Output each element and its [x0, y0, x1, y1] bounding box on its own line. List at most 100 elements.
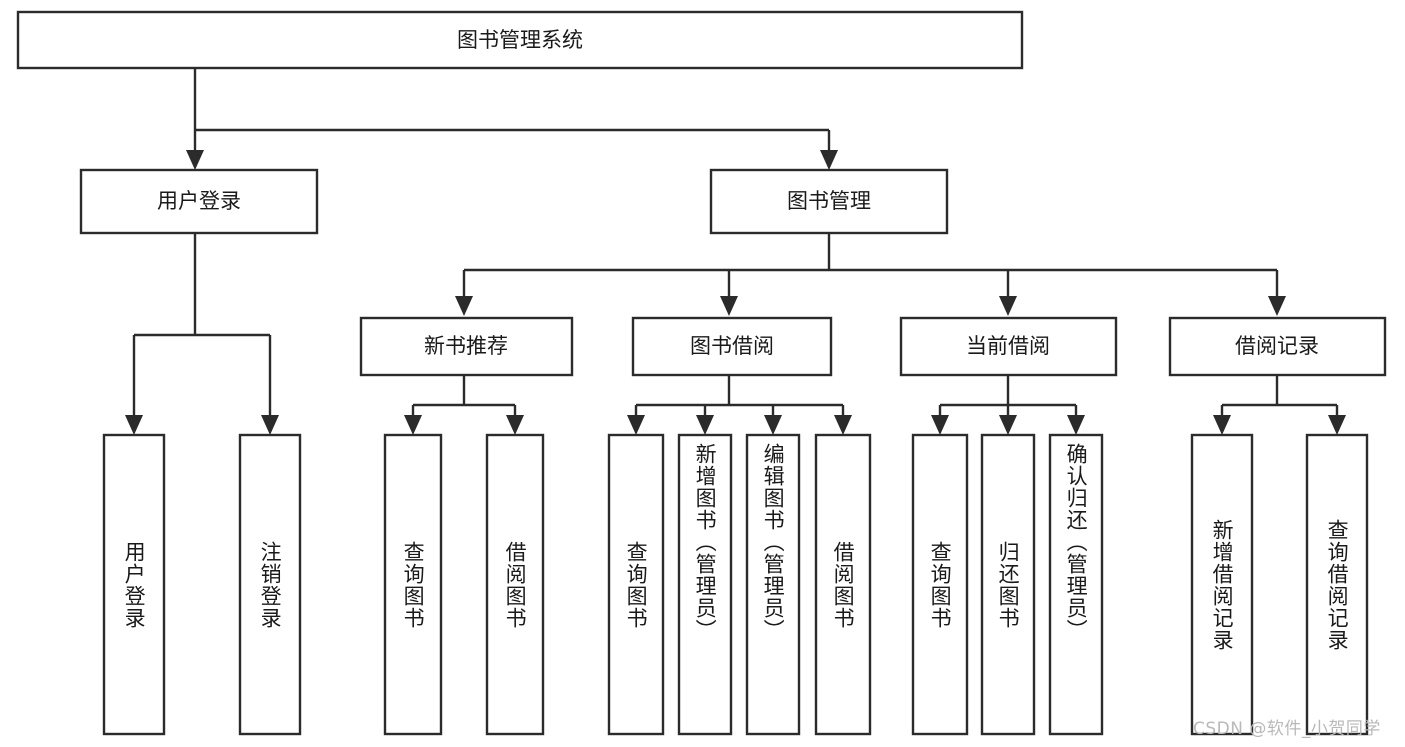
arrow-new-book-leaf-0 [404, 415, 422, 435]
leaf-new-book-1-label: 借阅图书 [503, 540, 528, 629]
arrow-current-borrow-leaf-0 [931, 415, 949, 435]
node-root-box[interactable] [16, 10, 1024, 70]
arrow-current-borrow-leaf-1 [999, 415, 1017, 435]
leaf-node[interactable] [1048, 433, 1104, 736]
node-book-management[interactable]: 图书管理 [709, 168, 949, 235]
node-book-management-box[interactable] [709, 168, 949, 235]
node-borrow-record-box[interactable] [1168, 316, 1387, 377]
leaf-borrow-record-0-label: 新增借阅记录 [1210, 518, 1235, 651]
node-new-book-recommend-label: 新书推荐 [424, 334, 508, 358]
leaf-current-borrow-0-box[interactable] [911, 433, 969, 736]
leaf-book-borrow-0-label: 查询图书 [624, 540, 649, 629]
leaf-current-borrow-0-label: 查询图书 [928, 540, 953, 629]
connector-group-book-mgmt [455, 233, 1286, 316]
leaf-user-login-1-box[interactable] [238, 433, 302, 736]
leaf-book-borrow-2-label: 编辑图书（管理员） [761, 443, 786, 641]
leaf-label-wrap: 新增借阅记录 [1192, 435, 1252, 734]
leaf-label-wrap: 查询图书 [385, 435, 441, 734]
leaf-label-wrap: 查询图书 [913, 435, 967, 734]
arrow-book-borrow-leaf-1 [696, 415, 714, 435]
node-current-borrow-box[interactable] [899, 316, 1118, 377]
arrow-book-mgmt-to-new-book [455, 296, 473, 316]
leaf-current-borrow-2-box[interactable] [1048, 433, 1104, 736]
leaf-node[interactable] [102, 433, 166, 736]
arrow-new-book-leaf-1 [506, 415, 524, 435]
node-borrow-record-label: 借阅记录 [1235, 334, 1319, 358]
leaf-label-wrap: 查询图书 [609, 435, 663, 734]
leaf-book-borrow-2-box[interactable] [745, 433, 801, 736]
arrow-book-mgmt-to-record [1268, 296, 1286, 316]
node-book-borrow-label: 图书借阅 [690, 334, 774, 358]
arrow-borrow-record-leaf-0 [1213, 415, 1231, 435]
leaf-label-wrap: 用户登录 [104, 435, 164, 734]
leaf-user-login-0-label: 用户登录 [122, 540, 147, 629]
leaf-label-wrap: 编辑图书（管理员） [747, 435, 799, 734]
leaf-label-wrap: 新增图书（管理员） [679, 435, 731, 734]
leaf-current-borrow-1-label: 归还图书 [996, 540, 1021, 629]
node-new-book-recommend[interactable]: 新书推荐 [359, 316, 574, 377]
arrow-book-borrow-leaf-0 [627, 415, 645, 435]
leaf-book-borrow-1-box[interactable] [677, 433, 733, 736]
arrow-user-login-leaf-1 [261, 415, 279, 435]
connector-group-root [186, 68, 838, 170]
leaf-node[interactable] [814, 433, 872, 736]
node-new-book-recommend-box[interactable] [359, 316, 574, 377]
leaf-user-login-0-box[interactable] [102, 433, 166, 736]
connector-group-current-borrow [931, 375, 1085, 435]
leaf-node[interactable] [1305, 433, 1369, 736]
leaf-node[interactable] [745, 433, 801, 736]
leaf-label-wrap: 借阅图书 [487, 435, 543, 734]
connector-group-new-book [404, 375, 524, 435]
leaf-node[interactable] [980, 433, 1036, 736]
connector-group-book-borrow [627, 375, 852, 435]
leaf-new-book-0-label: 查询图书 [401, 540, 426, 629]
arrow-book-borrow-leaf-3 [834, 415, 852, 435]
node-user-login-box[interactable] [79, 168, 319, 235]
leaf-book-borrow-0-box[interactable] [607, 433, 665, 736]
leaf-label-wrap: 归还图书 [982, 435, 1034, 734]
leaf-label-wrap: 借阅图书 [816, 435, 870, 734]
connector-group-user-login [125, 233, 279, 435]
leaf-node[interactable] [911, 433, 969, 736]
arrow-user-login-leaf-0 [125, 415, 143, 435]
arrow-root-to-user-login [186, 150, 204, 170]
arrow-book-mgmt-to-borrow [720, 296, 738, 316]
leaf-label-wrap: 查询借阅记录 [1307, 435, 1367, 734]
connector-group-borrow-record [1213, 375, 1346, 435]
leaf-new-book-1-box[interactable] [485, 433, 545, 736]
leaf-borrow-record-1-box[interactable] [1305, 433, 1369, 736]
leaf-current-borrow-2-label: 确认归还（管理员） [1064, 443, 1089, 641]
node-root-label: 图书管理系统 [457, 28, 583, 52]
arrow-borrow-record-leaf-1 [1328, 415, 1346, 435]
arrow-book-mgmt-to-current [999, 296, 1017, 316]
leaf-current-borrow-1-box[interactable] [980, 433, 1036, 736]
node-book-management-label: 图书管理 [787, 189, 871, 213]
leaf-borrow-record-0-box[interactable] [1190, 433, 1254, 736]
arrow-book-borrow-leaf-2 [764, 415, 782, 435]
node-book-borrow-box[interactable] [631, 316, 833, 377]
node-book-borrow[interactable]: 图书借阅 [631, 316, 833, 377]
leaf-label-wrap: 确认归还（管理员） [1050, 435, 1102, 734]
node-user-login-label: 用户登录 [157, 189, 241, 213]
leaf-node[interactable] [1190, 433, 1254, 736]
node-user-login[interactable]: 用户登录 [79, 168, 319, 235]
leaf-node[interactable] [607, 433, 665, 736]
node-current-borrow-label: 当前借阅 [966, 334, 1050, 358]
leaf-book-borrow-3-box[interactable] [814, 433, 872, 736]
leaf-user-login-1-label: 注销登录 [258, 540, 283, 629]
arrow-root-to-book-mgmt [820, 150, 838, 170]
leaf-book-borrow-1-label: 新增图书（管理员） [693, 443, 718, 641]
leaf-node[interactable] [238, 433, 302, 736]
leaf-node[interactable] [485, 433, 545, 736]
leaf-book-borrow-3-label: 借阅图书 [831, 540, 856, 629]
leaf-label-wrap: 注销登录 [240, 435, 300, 734]
node-current-borrow[interactable]: 当前借阅 [899, 316, 1118, 377]
leaf-node[interactable] [383, 433, 443, 736]
leaf-node[interactable] [677, 433, 733, 736]
node-borrow-record[interactable]: 借阅记录 [1168, 316, 1387, 377]
leaf-new-book-0-box[interactable] [383, 433, 443, 736]
node-root-system[interactable]: 图书管理系统 [16, 10, 1024, 70]
arrow-current-borrow-leaf-2 [1067, 415, 1085, 435]
